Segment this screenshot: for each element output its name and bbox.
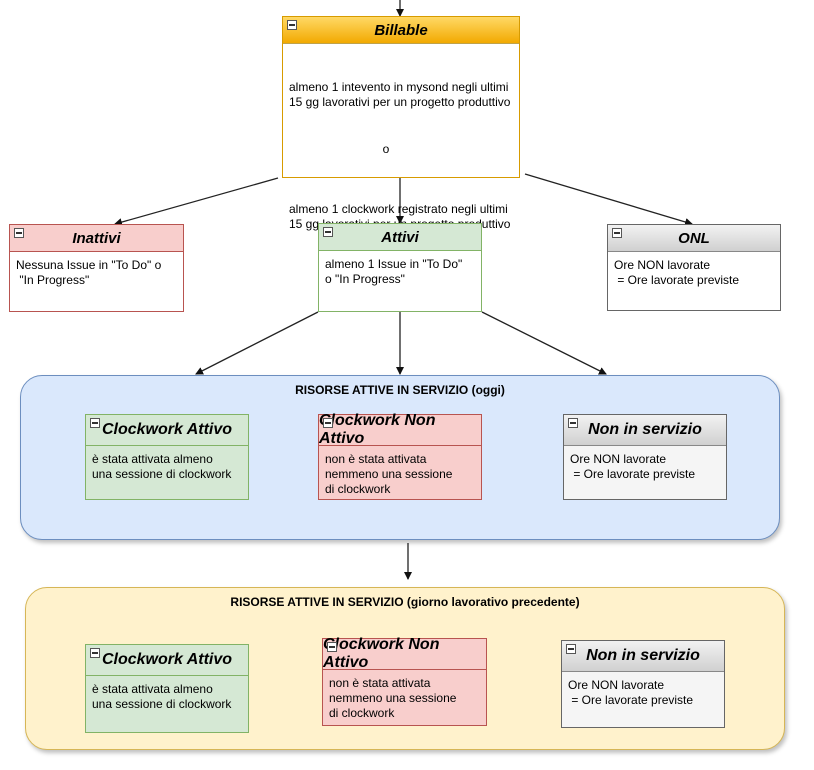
onl-title: ONL	[678, 229, 710, 247]
today-clockwork-attivo-body: è stata attivata almeno una sessione di …	[92, 452, 232, 481]
billable-condition-1: almeno 1 intevento in mysond negli ultim…	[289, 80, 512, 109]
attivi-card: Attivi almeno 1 Issue in "To Do" o "In P…	[318, 223, 482, 312]
attivi-header: Attivi	[319, 224, 481, 251]
billable-body: almeno 1 intevento in mysond negli ultim…	[283, 44, 519, 268]
onl-card: ONL Ore NON lavorate = Ore lavorate prev…	[607, 224, 781, 311]
today-clockwork-non-attivo-title: Clockwork Non Attivo	[319, 412, 436, 447]
billable-card: Billable almeno 1 intevento in mysond ne…	[282, 16, 520, 231]
today-clockwork-non-attivo-body: non è stata attivata nemmeno una session…	[325, 452, 453, 496]
previous-clockwork-attivo-card: Clockwork Attivo è stata attivata almeno…	[85, 644, 249, 733]
onl-header: ONL	[608, 225, 780, 252]
collapse-icon[interactable]	[323, 227, 333, 237]
collapse-icon[interactable]	[287, 20, 297, 30]
collapse-icon[interactable]	[90, 648, 100, 658]
attivi-body: almeno 1 Issue in "To Do" o "In Progress…	[325, 257, 463, 286]
previous-clockwork-attivo-body: è stata attivata almeno una sessione di …	[92, 682, 232, 711]
billable-header: Billable	[283, 17, 519, 44]
arrow-attivi-group-right	[481, 311, 607, 375]
today-non-in-servizio-card: Non in servizio Ore NON lavorate = Ore l…	[563, 414, 727, 500]
previous-clockwork-attivo-header: Clockwork Attivo	[86, 645, 248, 676]
today-non-in-servizio-title: Non in servizio	[588, 421, 702, 438]
previous-clockwork-non-attivo-title: Clockwork Non Attivo	[323, 636, 440, 671]
inattivi-header: Inattivi	[10, 225, 183, 252]
inattivi-title: Inattivi	[72, 229, 121, 247]
today-clockwork-non-attivo-card: Clockwork Non Attivo non è stata attivat…	[318, 412, 482, 500]
collapse-icon[interactable]	[323, 418, 333, 428]
collapse-icon[interactable]	[14, 228, 24, 238]
attivi-title: Attivi	[381, 228, 419, 246]
today-clockwork-attivo-title: Clockwork Attivo	[101, 421, 233, 438]
inattivi-body: Nessuna Issue in "To Do" o "In Progress"	[16, 258, 162, 287]
arrow-billable-onl	[524, 173, 693, 226]
today-clockwork-attivo-header: Clockwork Attivo	[86, 415, 248, 446]
previous-non-in-servizio-card: Non in servizio Ore NON lavorate = Ore l…	[561, 640, 725, 728]
today-group-title: RISORSE ATTIVE IN SERVIZIO (oggi)	[295, 383, 505, 397]
previous-clockwork-attivo-title: Clockwork Attivo	[101, 651, 233, 668]
today-clockwork-non-attivo-header: Clockwork Non Attivo	[319, 412, 481, 447]
billable-or: o	[382, 142, 390, 156]
collapse-icon[interactable]	[90, 418, 100, 428]
previous-non-in-servizio-title: Non in servizio	[586, 647, 700, 664]
onl-body: Ore NON lavorate = Ore lavorate previste	[614, 258, 740, 287]
collapse-icon[interactable]	[566, 644, 576, 654]
collapse-icon[interactable]	[327, 642, 337, 652]
collapse-icon[interactable]	[612, 228, 622, 238]
collapse-icon[interactable]	[568, 418, 578, 428]
today-non-in-servizio-header: Non in servizio	[564, 415, 726, 446]
arrow-billable-inattivi	[114, 177, 279, 226]
arrow-attivi-group-left	[195, 311, 319, 375]
today-clockwork-attivo-card: Clockwork Attivo è stata attivata almeno…	[85, 414, 249, 500]
billable-condition-2: almeno 1 clockwork registrato negli ulti…	[289, 202, 511, 231]
inattivi-card: Inattivi Nessuna Issue in "To Do" o "In …	[9, 224, 184, 312]
previous-non-in-servizio-body: Ore NON lavorate = Ore lavorate previste	[568, 678, 694, 707]
previous-clockwork-non-attivo-body: non è stata attivata nemmeno una session…	[329, 676, 457, 720]
today-non-in-servizio-body: Ore NON lavorate = Ore lavorate previste	[570, 452, 696, 481]
previous-clockwork-non-attivo-card: Clockwork Non Attivo non è stata attivat…	[322, 636, 487, 726]
billable-title: Billable	[374, 21, 428, 39]
previous-day-group-title: RISORSE ATTIVE IN SERVIZIO (giorno lavor…	[230, 595, 580, 609]
previous-clockwork-non-attivo-header: Clockwork Non Attivo	[323, 636, 486, 671]
previous-non-in-servizio-header: Non in servizio	[562, 641, 724, 672]
